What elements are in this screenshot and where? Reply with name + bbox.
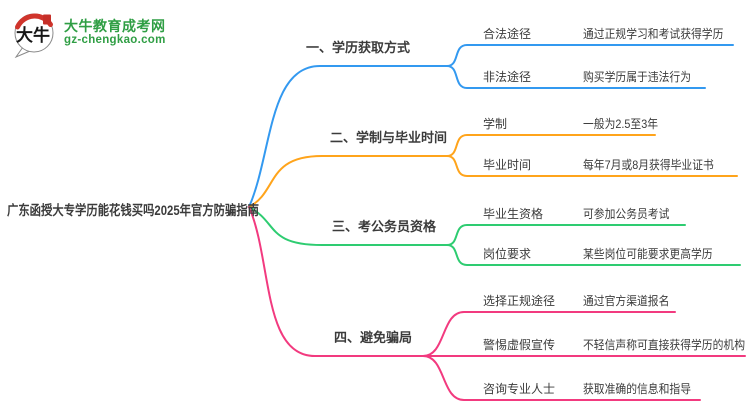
node-row: 岗位要求 某些岗位可能要求更高学历: [483, 245, 727, 263]
node-row: 毕业生资格 可参加公务员考试: [483, 205, 679, 223]
logo-site-domain: gz-chengkao.com: [64, 34, 166, 47]
logo-site-name: 大牛教育成考网: [64, 18, 166, 35]
node-row: 学制 一般为2.5至3年: [483, 115, 666, 133]
child-desc: 购买学历属于违法行为: [583, 70, 692, 84]
child-label: 警惕虚假宣传: [483, 338, 556, 352]
child-desc: 每年7月或8月获得毕业证书: [583, 158, 714, 172]
logo-seal-icon: [43, 14, 51, 25]
child-desc: 可参加公务员考试: [583, 207, 670, 221]
branch-label-2: 二、学制与毕业时间: [330, 130, 448, 145]
child-desc: 获取准确的信息和指导: [583, 382, 692, 396]
node-row: 选择正规途径 通过官方渠道报名: [483, 292, 679, 310]
child-label: 岗位要求: [483, 247, 532, 261]
branch-label-4: 四、避免骗局: [334, 330, 413, 345]
node-row: 非法途径 购买学历属于违法行为: [483, 68, 703, 86]
child-label: 学制: [483, 117, 508, 131]
branch-label-1: 一、学历获取方式: [306, 40, 411, 55]
child-desc: 通过官方渠道报名: [583, 294, 670, 308]
logo-symbol: 大牛: [16, 25, 50, 45]
node-row: 咨询专业人士 获取准确的信息和指导: [483, 380, 703, 398]
child-desc: 通过正规学习和考试获得学历: [583, 27, 724, 41]
child-label: 非法途径: [483, 70, 532, 84]
child-desc: 不轻信声称可直接获得学历的机构: [583, 338, 746, 352]
child-label: 毕业时间: [483, 158, 532, 172]
node-row: 警惕虚假宣传 不轻信声称可直接获得学历的机构: [483, 336, 750, 354]
root-topic: 广东函授大专学历能花钱买吗2025年官方防骗指南: [7, 203, 260, 218]
logo-bubble-icon: 大牛: [14, 13, 54, 58]
branch-1-lines: [248, 44, 734, 208]
node-row: 合法途径 通过正规学习和考试获得学历: [483, 25, 739, 43]
child-label: 选择正规途径: [483, 294, 556, 308]
branch-label-3: 三、考公务员资格: [332, 219, 437, 234]
branch-2-lines: [248, 134, 738, 208]
child-label: 咨询专业人士: [483, 382, 556, 396]
child-label: 合法途径: [483, 27, 532, 41]
child-label: 毕业生资格: [483, 207, 544, 221]
child-desc: 一般为2.5至3年: [583, 117, 659, 131]
branch-4-lines: [248, 206, 746, 401]
branch-3-lines: [248, 206, 741, 266]
child-desc: 某些岗位可能要求更高学历: [583, 247, 713, 261]
node-row: 毕业时间 每年7月或8月获得毕业证书: [483, 156, 728, 174]
site-logo: 大牛 大牛教育成考网 gz-chengkao.com: [10, 8, 166, 58]
